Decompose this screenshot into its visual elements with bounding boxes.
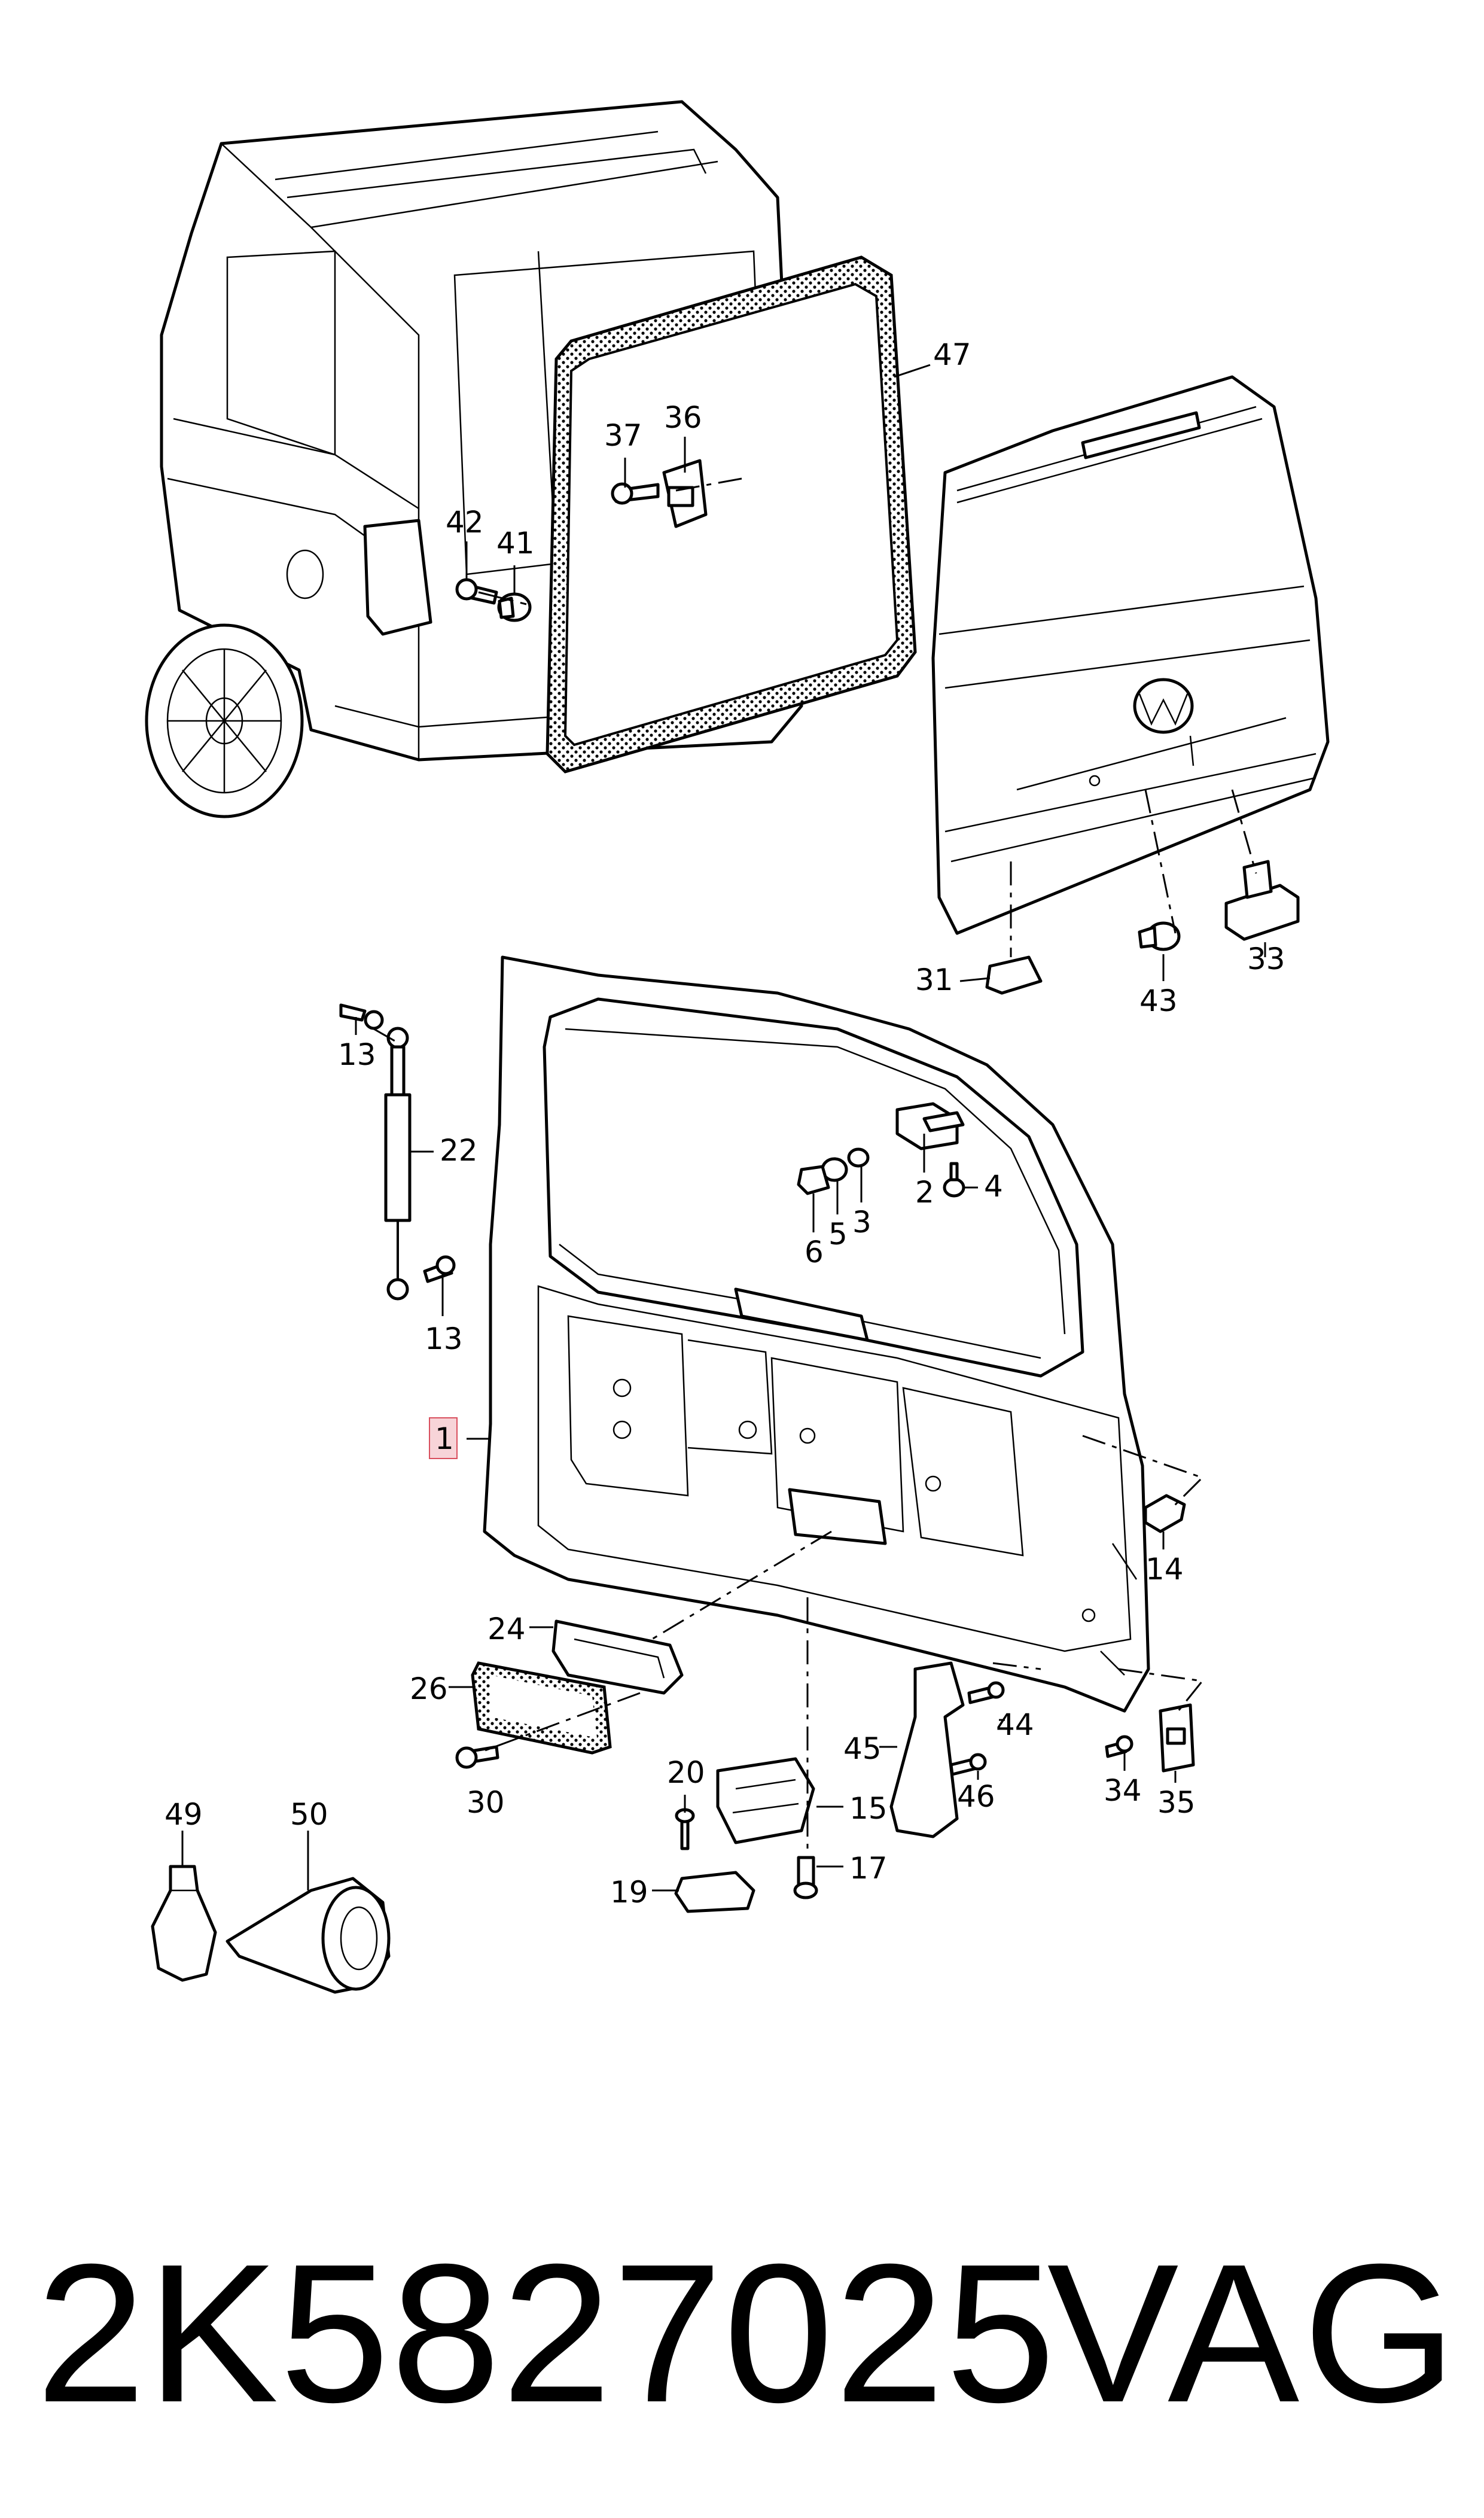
gas-strut-22 — [384, 1027, 412, 1301]
part-number: 2K5827025 — [36, 2222, 1057, 2443]
callout-13-lower: 13 — [425, 1322, 463, 1356]
callout-2: 2 — [915, 1175, 934, 1210]
callout-43: 43 — [1139, 984, 1178, 1018]
callout-17: 17 — [849, 1851, 888, 1886]
seal-26 — [471, 1661, 612, 1755]
callout-labels: 47 36 37 42 41 31 43 33 13 22 13 2 4 3 5… — [164, 337, 1285, 1910]
callout-36: 36 — [664, 400, 702, 435]
screw-44 — [967, 1681, 1005, 1704]
bracket-35 — [1159, 1703, 1195, 1773]
strap-45 — [889, 1661, 965, 1838]
screw-30 — [455, 1745, 499, 1769]
hinge-2 — [895, 1102, 965, 1150]
callout-35: 35 — [1157, 1785, 1196, 1820]
striker-19 — [674, 1871, 755, 1913]
callout-5: 5 — [828, 1217, 848, 1252]
callout-31: 31 — [915, 963, 953, 997]
bolt-17 — [793, 1856, 818, 1899]
callout-41: 41 — [496, 526, 535, 561]
callout-37: 37 — [604, 418, 642, 453]
callout-15: 15 — [849, 1791, 888, 1826]
callout-13-upper: 13 — [338, 1037, 376, 1072]
leader-lines — [181, 364, 1266, 1892]
callout-46: 46 — [957, 1779, 995, 1814]
washer-3 — [847, 1147, 870, 1168]
screw-46 — [949, 1753, 987, 1776]
callout-20: 20 — [667, 1755, 705, 1790]
callout-50: 50 — [290, 1797, 328, 1832]
callout-6: 6 — [805, 1235, 824, 1269]
callout-49: 49 — [164, 1797, 203, 1832]
bolt-42 — [455, 578, 498, 605]
callout-1-highlight — [429, 1417, 458, 1459]
lock-15 — [716, 1757, 815, 1844]
ball-stud-13-lower — [423, 1255, 456, 1283]
screw-20 — [675, 1808, 695, 1850]
tailgate-main-1 — [483, 955, 1150, 1713]
callout-45: 45 — [843, 1731, 882, 1766]
licence-lamp-33 — [1224, 860, 1300, 941]
brand-label: VAG — [1047, 2222, 1460, 2443]
callout-1: 1 — [435, 1421, 454, 1456]
screw-34 — [1105, 1735, 1133, 1758]
grease-bag-49 — [151, 1865, 217, 1982]
striker-plate-36 — [662, 459, 708, 528]
callout-4: 4 — [984, 1169, 1003, 1204]
callout-42: 42 — [446, 505, 484, 540]
callout-24: 24 — [487, 1612, 526, 1646]
bolt-43 — [1138, 921, 1181, 951]
buffer-14 — [1144, 1494, 1186, 1533]
door-seal-47 — [546, 255, 917, 774]
screw-4 — [943, 1162, 965, 1198]
callout-26: 26 — [410, 1671, 448, 1706]
handle-24 — [551, 1619, 684, 1695]
cap-41 — [497, 592, 532, 622]
callout-14: 14 — [1145, 1552, 1184, 1587]
callout-33: 33 — [1247, 942, 1285, 976]
callout-30: 30 — [467, 1785, 505, 1820]
screw-37 — [611, 482, 660, 505]
exploded-parts-diagram: 47 36 37 42 41 31 43 33 13 22 13 2 4 3 5… — [145, 100, 1330, 1994]
callout-47: 47 — [933, 337, 971, 372]
callout-44: 44 — [996, 1707, 1034, 1742]
ball-stud-13-upper — [339, 1003, 384, 1030]
tailgate-outer-panel — [931, 375, 1330, 935]
callout-22: 22 — [440, 1133, 478, 1168]
callout-34: 34 — [1104, 1773, 1142, 1808]
callout-19: 19 — [610, 1875, 648, 1910]
callout-3: 3 — [852, 1205, 871, 1240]
adhesive-tape-50 — [226, 1877, 391, 1994]
cap-nut-6 — [797, 1165, 830, 1195]
bumper-stop-31 — [985, 955, 1043, 995]
assembly-lines — [373, 477, 1257, 1855]
